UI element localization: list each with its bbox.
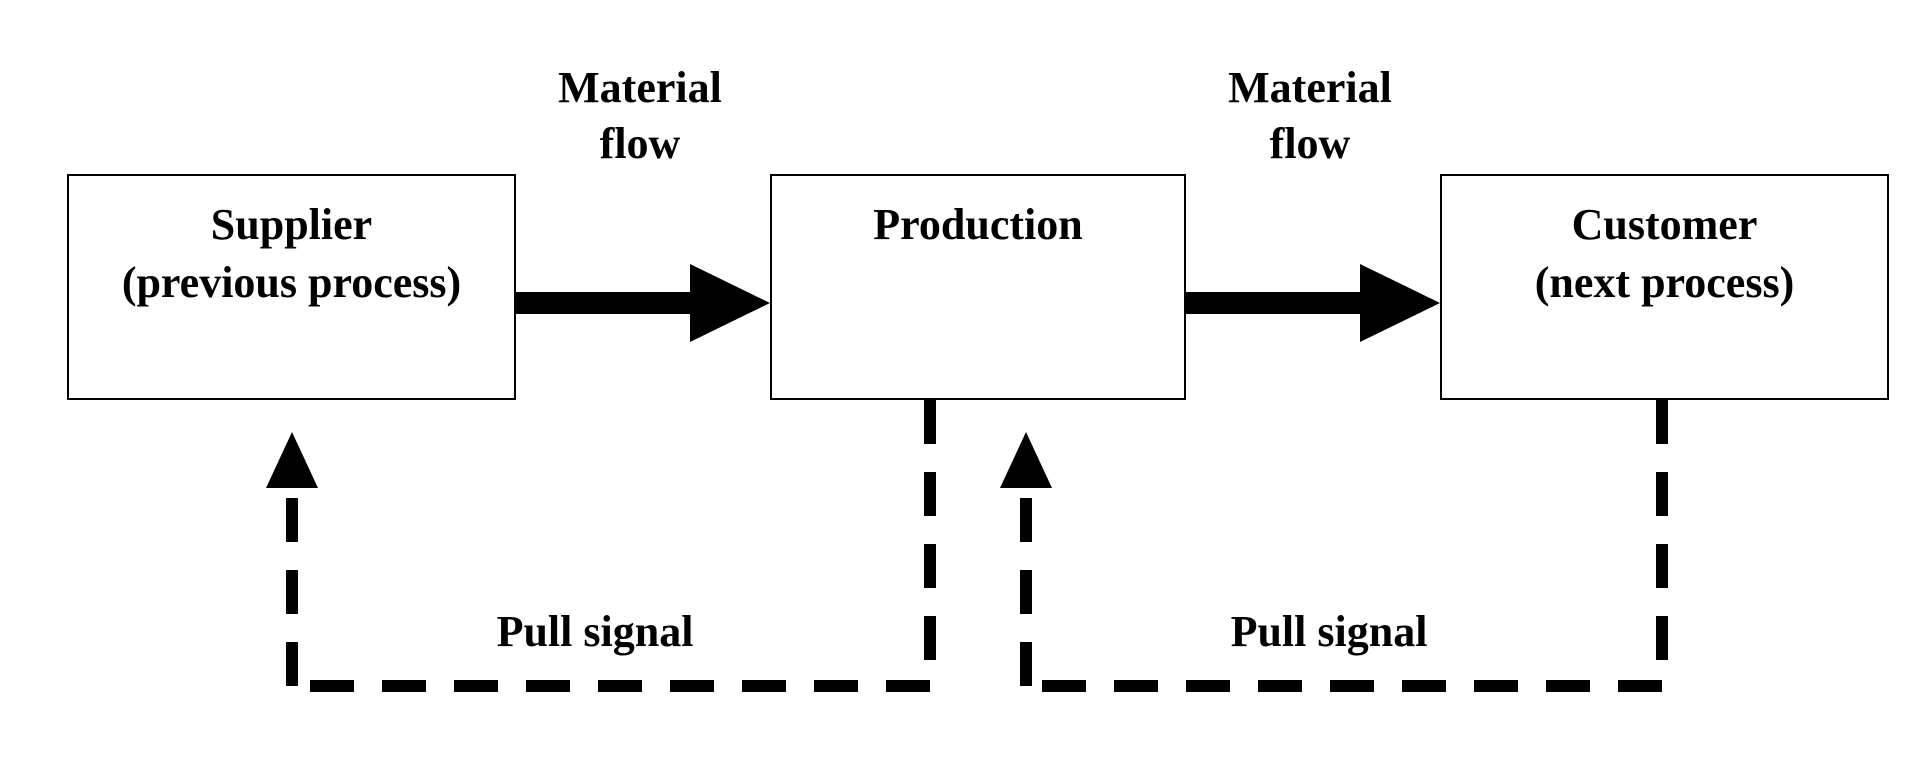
edge-label-pull-signal-1-text: Pull signal — [496, 607, 694, 656]
node-production: Production — [770, 174, 1186, 400]
material-flow-arrow-1 — [516, 264, 770, 342]
edge-label-pull-signal-2: Pull signal — [1204, 604, 1454, 660]
pull-signal-arrowhead-2 — [1000, 432, 1052, 488]
edge-label-material-flow-1-line-2: flow — [599, 119, 681, 168]
node-customer-line-1: Customer — [1571, 200, 1758, 249]
material-flow-arrow-2 — [1186, 264, 1440, 342]
edge-label-material-flow-2: Material flow — [1200, 60, 1420, 172]
pull-signal-arrow-1 — [286, 400, 936, 692]
node-supplier-line-2: (previous process) — [121, 258, 462, 307]
edge-label-material-flow-2-line-1: Material — [1228, 63, 1392, 112]
edge-label-material-flow-2-line-2: flow — [1269, 119, 1351, 168]
pull-signal-arrow-2 — [1020, 400, 1668, 692]
edge-label-material-flow-1-line-1: Material — [558, 63, 722, 112]
node-production-line-1: Production — [873, 200, 1083, 249]
edge-label-material-flow-1: Material flow — [530, 60, 750, 172]
edge-label-pull-signal-1: Pull signal — [470, 604, 720, 660]
node-supplier: Supplier (previous process) — [67, 174, 516, 400]
node-customer-line-2: (next process) — [1534, 258, 1795, 307]
edge-label-pull-signal-2-text: Pull signal — [1230, 607, 1428, 656]
node-customer: Customer (next process) — [1440, 174, 1889, 400]
pull-signal-arrowhead-1 — [266, 432, 318, 488]
node-supplier-line-1: Supplier — [210, 200, 373, 249]
